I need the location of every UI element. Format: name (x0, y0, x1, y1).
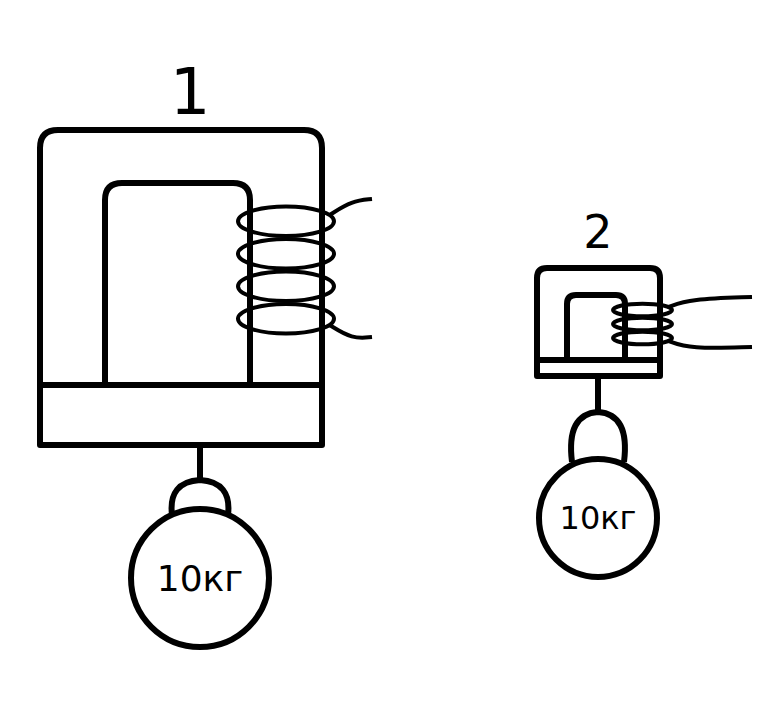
coil-lead (668, 341, 752, 348)
coil-lead (330, 325, 372, 337)
coil-winding (238, 206, 334, 236)
weight-label: 10кг (157, 558, 243, 599)
coil-winding (613, 304, 672, 317)
callout-number: 1 (170, 60, 211, 124)
weight-circle (539, 459, 657, 577)
weight-circle (131, 509, 269, 647)
coil-winding (613, 318, 672, 331)
weight-handle (571, 412, 625, 462)
magnet-core (40, 130, 322, 385)
hanger (595, 376, 601, 412)
coil-winding (238, 304, 334, 334)
weight-label: 10кг (560, 499, 637, 537)
callout-number: 2 (583, 209, 612, 255)
armature (537, 360, 660, 376)
weight: 10кг (536, 456, 660, 580)
hanger (197, 445, 203, 482)
coil-lead (668, 297, 752, 307)
armature (40, 385, 322, 445)
coil-winding (238, 239, 334, 269)
coil-winding (613, 332, 672, 345)
weight: 10кг (128, 506, 272, 650)
coil-lead (330, 199, 372, 215)
coil-winding (238, 271, 334, 301)
